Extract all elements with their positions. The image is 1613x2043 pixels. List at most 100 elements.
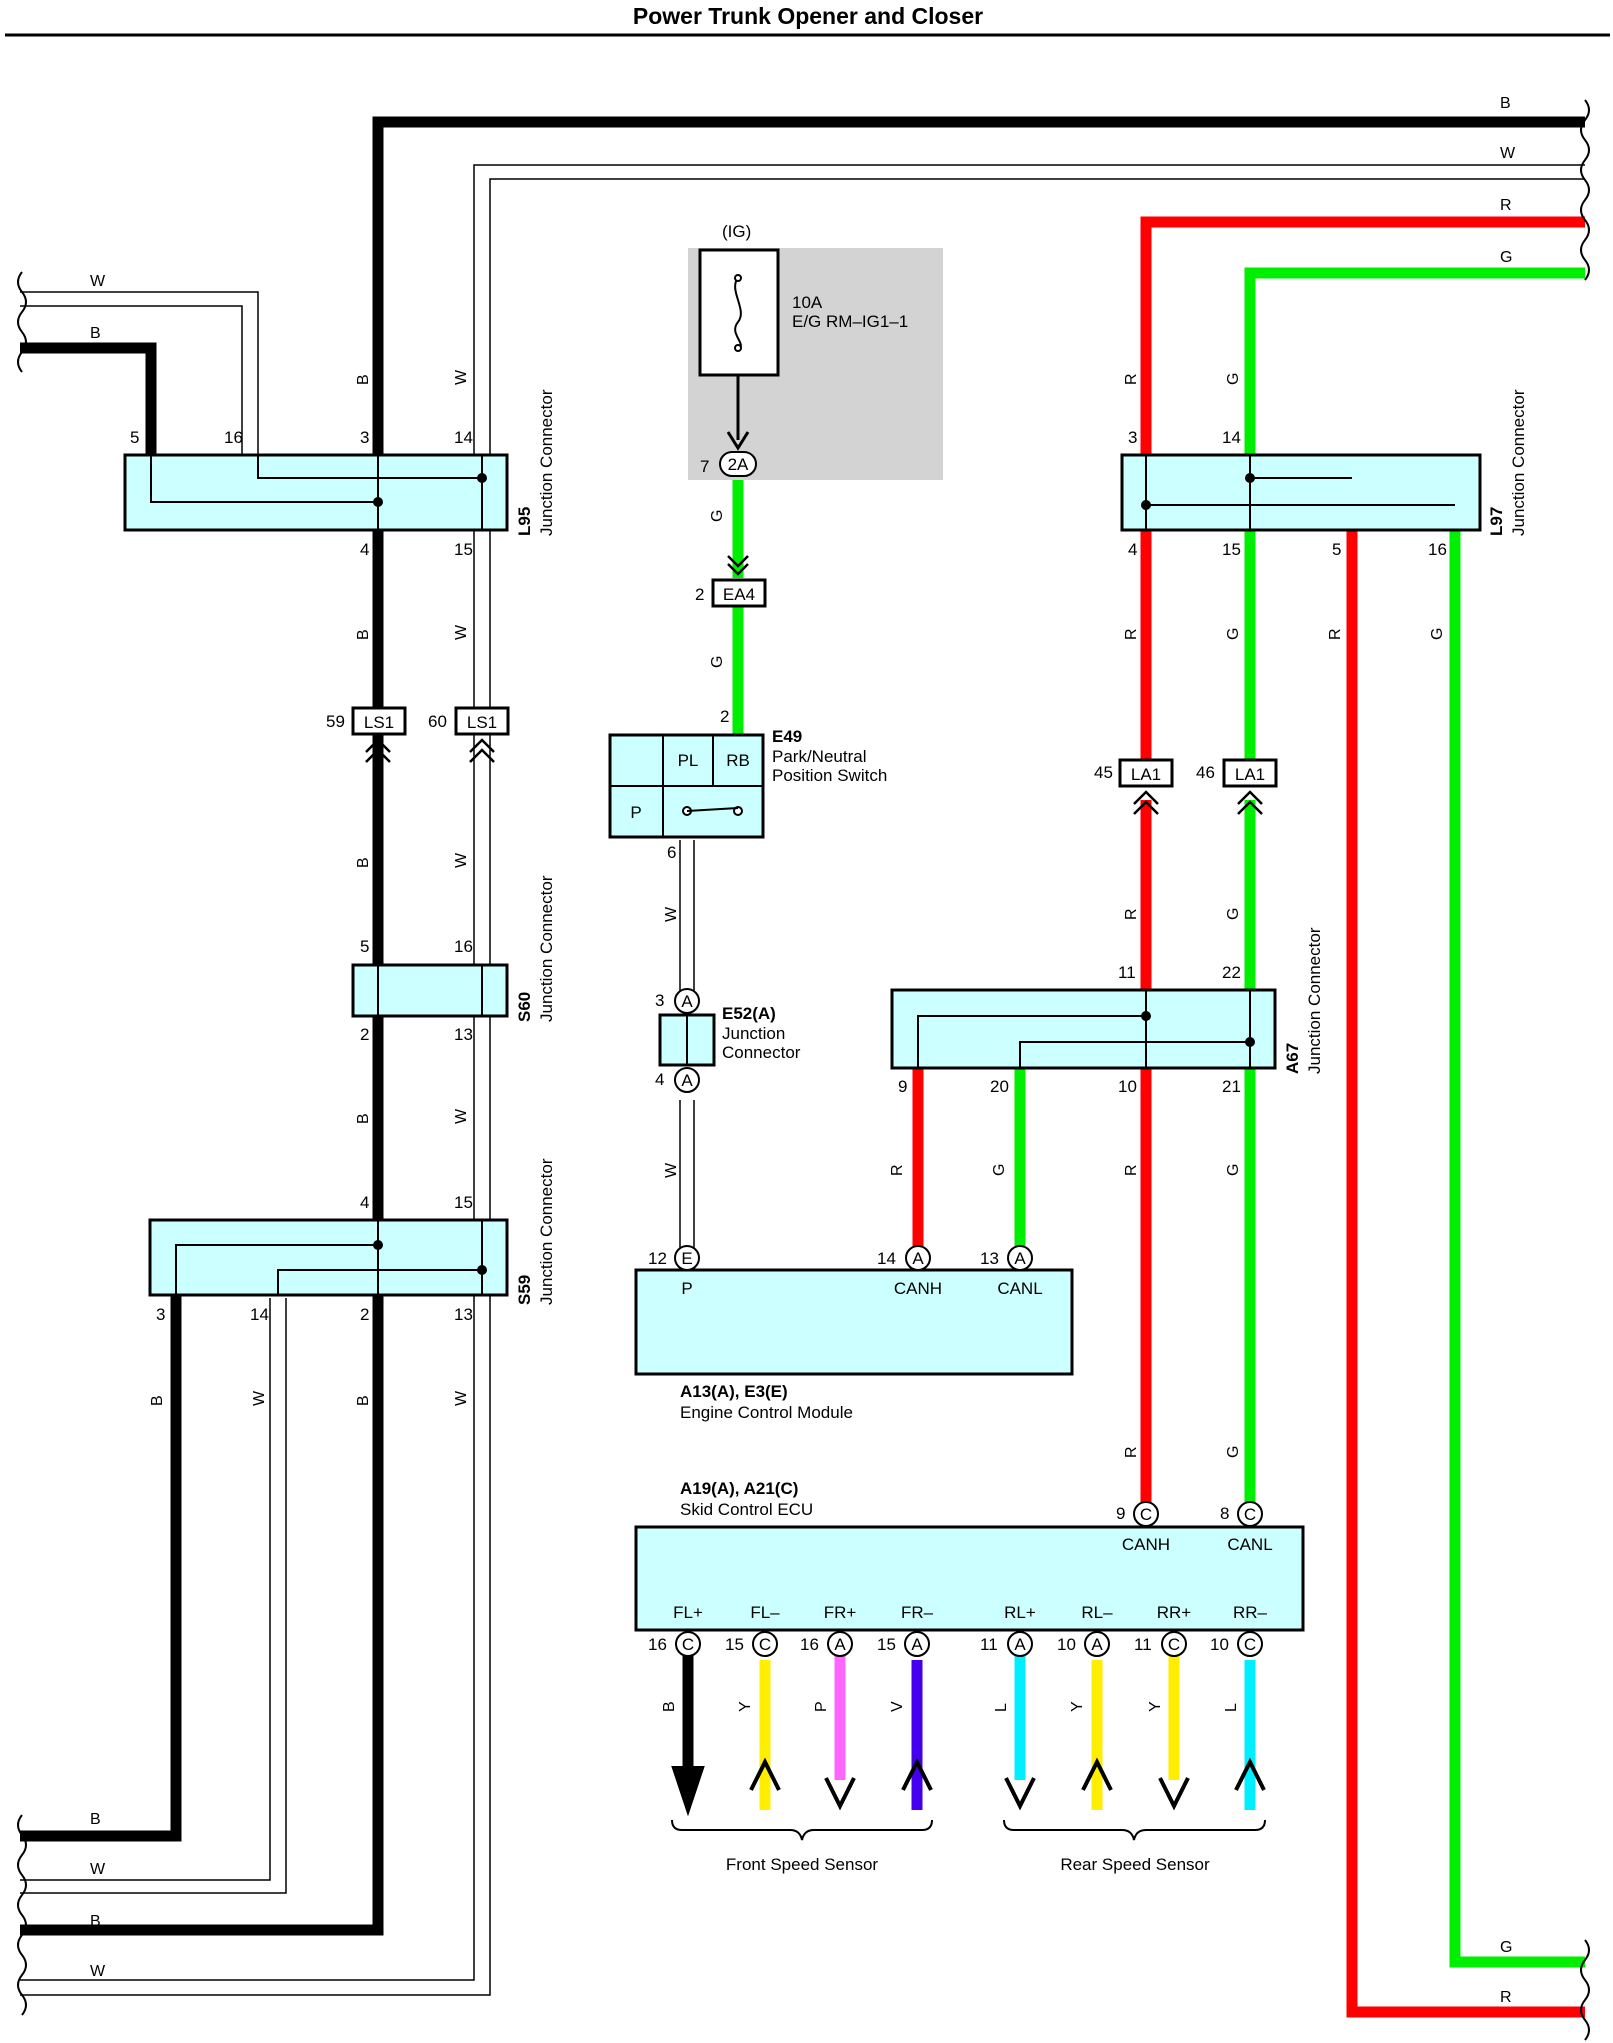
connector-ls1: 59 LS1 60 LS1 (326, 706, 510, 763)
a67-pin: 11 (1118, 963, 1136, 982)
connector-pin: 46 (1196, 763, 1215, 782)
sensor-braces (671, 1819, 1266, 1841)
skid-can-pin-num: 9 (1116, 1504, 1125, 1523)
sensor-pin-name: RL– (1081, 1603, 1113, 1622)
wire-code: W (453, 369, 470, 385)
wire-code: G (1225, 628, 1242, 640)
a67-ref: A67 (1283, 1043, 1302, 1074)
component-e49: 2 PL RB P E49 Park/Neutral Position Swit… (608, 707, 887, 862)
l97-pin: 4 (1128, 540, 1137, 559)
wire-code: W (90, 273, 106, 290)
ecm-pin-name: CANH (894, 1279, 942, 1298)
e49-ref: E49 (772, 727, 802, 746)
connector-label: LA1 (1131, 765, 1161, 784)
ecm-pin-num: 14 (877, 1249, 896, 1268)
wire-code: B (90, 1811, 101, 1828)
connector-pin: 59 (326, 712, 345, 731)
skid-desc: Skid Control ECU (680, 1500, 813, 1519)
fuse-icon (734, 277, 742, 351)
fuse-connector (719, 451, 757, 477)
e49-pin-out: 6 (667, 843, 676, 862)
skid-can-pin-num: 8 (1220, 1504, 1229, 1523)
ecm-ref: A13(A), E3(E) (680, 1382, 788, 1401)
s59-pin: 14 (250, 1305, 269, 1324)
e49-desc2: Position Switch (772, 766, 887, 785)
l95-pin: 16 (224, 428, 243, 447)
fuse-rating: 10A (792, 293, 823, 312)
wire-code: Y (737, 1701, 754, 1712)
a67-desc: Junction Connector (1305, 927, 1324, 1074)
skid-can-pin-letter: C (1140, 1505, 1152, 1524)
component-skid-ecu: A19(A), A21(C) Skid Control ECU 9 C CANH… (634, 1479, 1305, 1657)
fuse-group: (IG) 10A E/G RM–IG1–1 7 2A (688, 222, 943, 480)
l97-pin: 16 (1428, 540, 1447, 559)
component-l95: 5 16 3 14 4 15 L95 Junction Connector (123, 389, 556, 559)
sensor-pin-letter: A (1091, 1635, 1103, 1654)
wire-code: W (453, 624, 470, 640)
e52-pin-bottom: 4 (655, 1070, 664, 1089)
skid-sensor-pins: FL+ 16 C FL– 15 C FR+ 16 A FR– 15 A RL+ … (648, 1603, 1268, 1657)
wire-code: W (1500, 145, 1516, 162)
s59-pin: 3 (156, 1305, 165, 1324)
s59-pin: 2 (360, 1305, 369, 1324)
wire-code: R (1123, 1446, 1140, 1458)
s60-ref: S60 (515, 992, 534, 1022)
sensor-pin-name: RR– (1233, 1603, 1268, 1622)
wire-code: B (355, 1113, 372, 1124)
ecm-desc: Engine Control Module (680, 1403, 853, 1422)
sensor-pin-num: 10 (1057, 1635, 1076, 1654)
wire-code: W (90, 1963, 106, 1980)
wire-code: W (663, 906, 680, 922)
wire-code: R (1123, 628, 1140, 640)
connector-label: LS1 (467, 713, 497, 732)
ecm-pin-letter: E (681, 1249, 692, 1268)
wire-code: R (889, 1164, 906, 1176)
s59-desc: Junction Connector (537, 1158, 556, 1305)
wire-code: B (355, 857, 372, 868)
sensor-pin-num: 10 (1210, 1635, 1229, 1654)
wire-code: W (251, 1390, 268, 1406)
skid-can-pin-name: CANH (1122, 1535, 1170, 1554)
component-a67: 11 22 9 20 10 21 A67 Junction Connector (890, 927, 1324, 1096)
wire-code: R (1123, 908, 1140, 920)
s60-desc: Junction Connector (537, 875, 556, 1022)
wire-code: G (1500, 249, 1512, 266)
wire-code: R (1500, 1989, 1512, 2006)
a67-pin: 9 (898, 1077, 907, 1096)
fuse-source: (IG) (722, 222, 751, 241)
component-e52: 3 A A 4 E52(A) Junction Connector (655, 988, 801, 1093)
l97-pin: 5 (1332, 540, 1341, 559)
ecm-pin-name: P (681, 1279, 692, 1298)
skid-can-pin-letter: C (1244, 1505, 1256, 1524)
wire-code: G (1500, 1939, 1512, 1956)
fuse-box (698, 248, 780, 377)
l97-desc: Junction Connector (1509, 389, 1528, 536)
fuse-connector-label: 2A (728, 455, 749, 474)
wire-code: W (90, 1861, 106, 1878)
front-speed-sensor-label: Front Speed Sensor (726, 1855, 878, 1874)
e52-desc1: Junction (722, 1024, 785, 1043)
sensor-pin-num: 16 (648, 1635, 667, 1654)
e52-pin-letter: A (681, 1071, 693, 1090)
ecm-pin-num: 13 (980, 1249, 999, 1268)
ecm-pin-num: 12 (648, 1249, 667, 1268)
sensor-pin-letter: A (1014, 1635, 1026, 1654)
s59-pin: 4 (360, 1193, 369, 1212)
connector-la1: 45 LA1 46 LA1 (1094, 758, 1278, 815)
fuse-name: E/G RM–IG1–1 (792, 312, 908, 331)
sensor-pin-name: RR+ (1157, 1603, 1192, 1622)
ecm-pin-letter: A (912, 1249, 924, 1268)
component-l97: 3 14 4 15 5 16 L97 Junction Connector (1120, 389, 1528, 559)
wire-code: G (1429, 628, 1446, 640)
wire-code: R (1123, 1164, 1140, 1176)
wire-code: G (1225, 373, 1242, 385)
e52-desc2: Connector (722, 1043, 801, 1062)
arrow-down-icon (671, 1766, 705, 1817)
e49-cell-p: P (630, 803, 641, 822)
sensor-pin-letter: A (834, 1635, 846, 1654)
wire-code: G (1225, 1446, 1242, 1458)
e49-cell-rb: RB (726, 751, 750, 770)
wire-code: B (355, 374, 372, 385)
wire-code: W (453, 1390, 470, 1406)
wire-code: G (1225, 908, 1242, 920)
